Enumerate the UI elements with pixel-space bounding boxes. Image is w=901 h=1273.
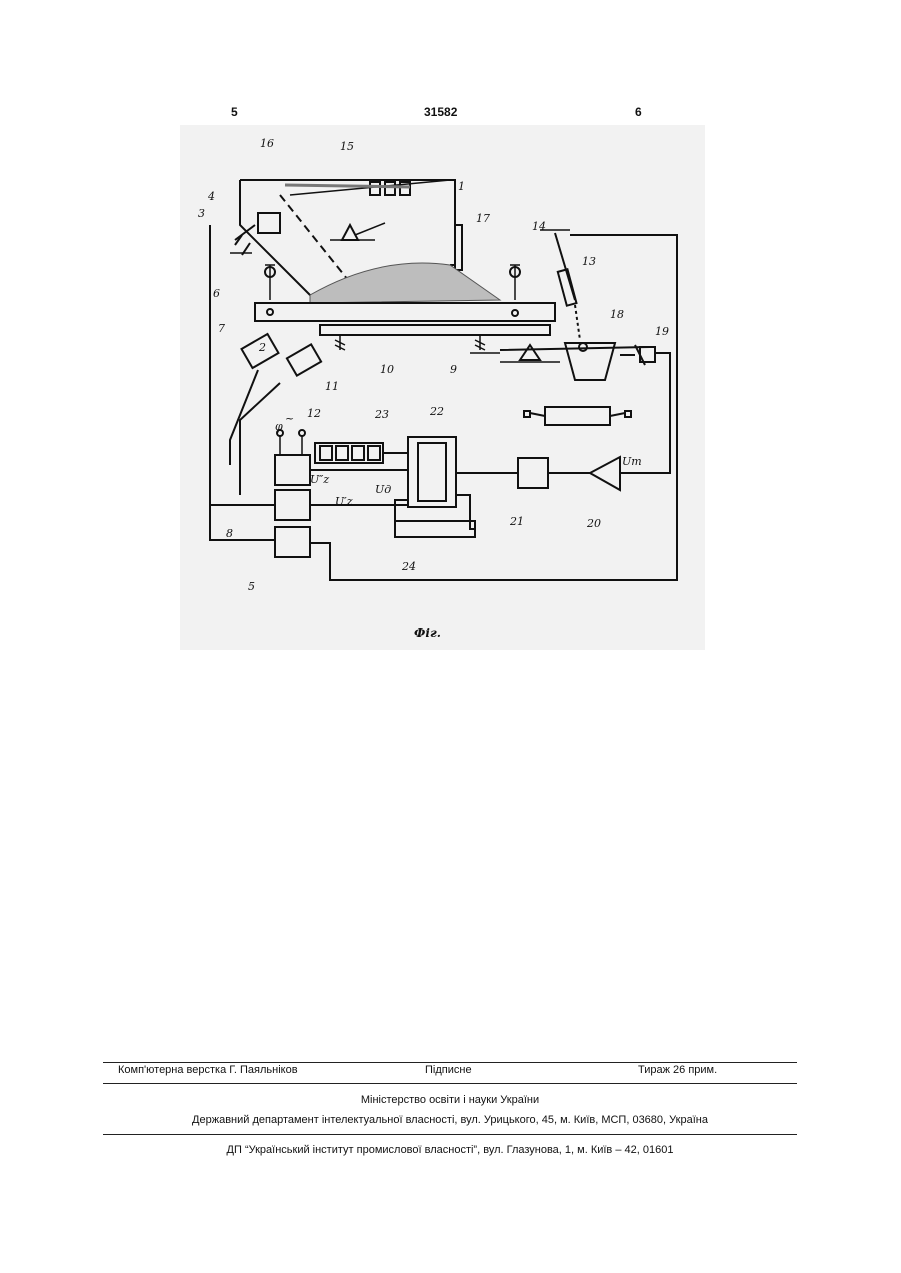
figure-caption: Фіг. xyxy=(414,626,441,640)
patent-figure: 1 2 3 4 5 6 7 8 9 10 11 12 13 14 15 16 1… xyxy=(180,125,705,650)
footer-rule-top xyxy=(103,1062,797,1063)
label-19: 19 xyxy=(655,325,669,338)
label-24: 24 xyxy=(401,560,416,573)
label-6: 6 xyxy=(213,287,220,300)
label-2: 2 xyxy=(258,341,266,354)
label-20: 20 xyxy=(586,517,601,530)
label-15: 15 xyxy=(340,140,354,153)
label-16: 16 xyxy=(260,137,274,150)
institute-line: ДП “Український інститут промислової вла… xyxy=(103,1144,797,1156)
label-9: 9 xyxy=(450,363,457,376)
footer-rule-middle xyxy=(103,1083,797,1084)
signal-phi: φ xyxy=(275,420,283,433)
label-8: 8 xyxy=(226,527,233,540)
page-number-right: 6 xyxy=(635,105,642,119)
label-22: 22 xyxy=(429,405,444,418)
signal-u-z-single: U′z xyxy=(335,495,353,508)
label-4: 4 xyxy=(207,190,215,203)
label-3: 3 xyxy=(198,207,205,220)
ministry-line: Міністерство освіти і науки України xyxy=(103,1094,797,1106)
label-21: 21 xyxy=(509,515,524,528)
label-10: 10 xyxy=(380,363,394,376)
label-5: 5 xyxy=(248,580,255,593)
typesetting-credit: Комп'ютерна верстка Г. Паяльніков xyxy=(118,1064,298,1076)
label-12: 12 xyxy=(307,407,321,420)
circulation-note: Тираж 26 прим. xyxy=(638,1064,717,1076)
page-number-left: 5 xyxy=(231,105,238,119)
label-13: 13 xyxy=(582,255,596,268)
label-14: 14 xyxy=(532,220,546,233)
label-1: 1 xyxy=(458,180,465,193)
signal-ac: ~ xyxy=(285,412,294,425)
signal-u-m: Uт xyxy=(622,455,642,468)
department-line: Державний департамент інтелектуальної вл… xyxy=(103,1114,797,1126)
label-11: 11 xyxy=(325,380,339,393)
signal-u-z-double: U″z xyxy=(310,473,329,486)
label-18: 18 xyxy=(610,308,624,321)
label-17: 17 xyxy=(476,212,490,225)
label-23: 23 xyxy=(374,408,389,421)
label-7: 7 xyxy=(218,322,225,335)
patent-number: 31582 xyxy=(424,105,457,119)
subscription-note: Підписне xyxy=(425,1064,472,1076)
footer-rule-bottom xyxy=(103,1134,797,1135)
signal-u-d: Uд xyxy=(375,483,391,496)
